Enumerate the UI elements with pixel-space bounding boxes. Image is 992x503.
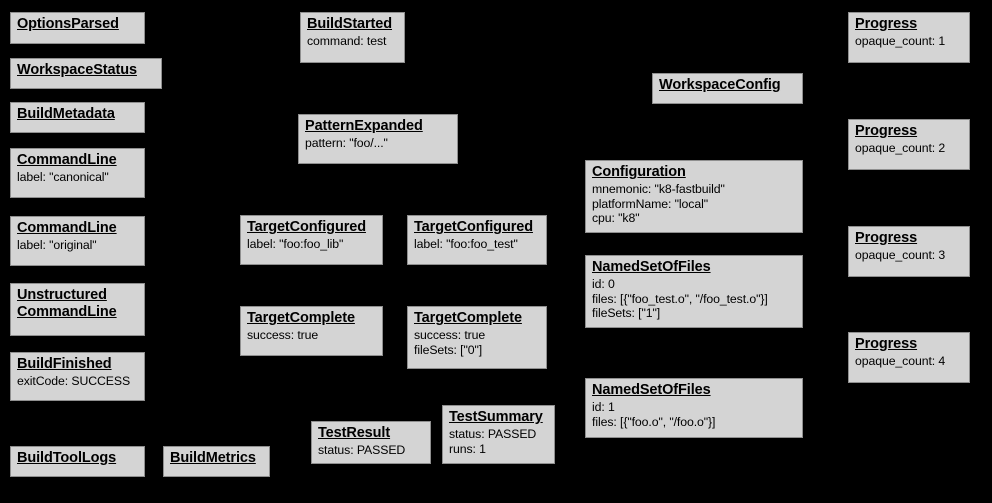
event-node-title: CommandLine	[17, 220, 117, 236]
event-node-title: TargetConfigured	[414, 219, 533, 235]
event-node-target-complete-lib[interactable]: TargetComplete success: true	[240, 306, 383, 356]
event-node-attribute: label: "foo:foo_lib"	[247, 237, 344, 252]
event-node-title: BuildMetrics	[170, 450, 256, 466]
event-node-title: TestResult	[318, 425, 391, 441]
event-node-title: BuildToolLogs	[17, 450, 117, 466]
event-node-attribute: opaque_count: 1	[855, 34, 946, 49]
event-node-attribute: label: "foo:foo_test"	[414, 237, 518, 252]
event-node-attribute: fileSets: ["1"]	[592, 306, 661, 321]
event-node-title: BuildFinished	[17, 356, 112, 372]
event-node-title: Progress	[855, 16, 918, 32]
event-node-target-configured-foo-test[interactable]: TargetConfigured label: "foo:foo_test"	[407, 215, 547, 265]
event-node-attribute: success: true	[414, 328, 486, 343]
event-node-title: TargetComplete	[247, 310, 355, 326]
event-node-attribute: cpu: "k8"	[592, 211, 640, 226]
diagram-bottom-margin	[0, 495, 992, 503]
event-node-title: BuildMetadata	[17, 106, 115, 122]
event-node-progress-4[interactable]: Progress opaque_count: 4	[848, 332, 970, 383]
event-node-attribute: opaque_count: 4	[855, 354, 946, 369]
event-node-title: TestSummary	[449, 409, 543, 425]
event-node-title: WorkspaceStatus	[17, 62, 137, 78]
event-node-attribute: success: true	[247, 328, 319, 343]
event-node-title: BuildStarted	[307, 16, 393, 32]
event-node-attribute: fileSets: ["0"]	[414, 342, 483, 357]
event-node-attribute: files: [{"foo_test.o", "/foo_test.o"}]	[592, 291, 768, 306]
event-node-attribute: platformName: "local"	[592, 196, 708, 211]
event-node-unstructured-command-line[interactable]: Unstructured CommandLine	[10, 283, 145, 336]
event-node-title: OptionsParsed	[17, 16, 119, 32]
event-node-title: Configuration	[592, 164, 686, 180]
event-node-workspace-status[interactable]: WorkspaceStatus	[10, 58, 162, 89]
event-node-title: CommandLine	[17, 152, 117, 168]
event-node-attribute: label: "canonical"	[17, 170, 109, 185]
event-node-attribute: exitCode: SUCCESS	[17, 374, 131, 389]
event-node-command-line-canonical[interactable]: CommandLine label: "canonical"	[10, 148, 145, 198]
event-node-build-tool-logs[interactable]: BuildToolLogs	[10, 446, 145, 477]
event-node-title: WorkspaceConfig	[659, 77, 781, 93]
event-node-attribute: id: 1	[592, 400, 615, 415]
event-node-title: TargetConfigured	[247, 219, 366, 235]
event-node-attribute: command: test	[307, 34, 387, 49]
event-node-attribute: mnemonic: "k8-fastbuild"	[592, 182, 725, 197]
event-node-title: NamedSetOfFiles	[592, 382, 711, 398]
event-node-command-line-original[interactable]: CommandLine label: "original"	[10, 216, 145, 266]
event-node-title: Progress	[855, 123, 918, 139]
event-node-title: NamedSetOfFiles	[592, 259, 711, 275]
event-node-progress-2[interactable]: Progress opaque_count: 2	[848, 119, 970, 170]
event-node-attribute: pattern: "foo/..."	[305, 136, 388, 151]
event-node-title: TargetComplete	[414, 310, 522, 326]
event-node-build-started[interactable]: BuildStarted command: test	[300, 12, 405, 63]
event-node-attribute: label: "original"	[17, 238, 97, 253]
event-node-progress-3[interactable]: Progress opaque_count: 3	[848, 226, 970, 277]
event-node-attribute: status: PASSED	[318, 443, 406, 458]
event-node-attribute: opaque_count: 2	[855, 141, 946, 156]
event-node-title: Progress	[855, 230, 918, 246]
event-node-test-result[interactable]: TestResult status: PASSED	[311, 421, 431, 464]
event-node-title: Unstructured CommandLine	[17, 287, 117, 321]
event-node-build-metadata[interactable]: BuildMetadata	[10, 102, 145, 133]
event-node-attribute: files: [{"foo.o", "/foo.o"}]	[592, 414, 716, 429]
event-node-build-finished[interactable]: BuildFinished exitCode: SUCCESS	[10, 352, 145, 401]
event-node-build-metrics[interactable]: BuildMetrics	[163, 446, 270, 477]
event-node-options-parsed[interactable]: OptionsParsed	[10, 12, 145, 44]
event-node-attribute: opaque_count: 3	[855, 248, 946, 263]
event-node-progress-1[interactable]: Progress opaque_count: 1	[848, 12, 970, 63]
event-node-workspace-config[interactable]: WorkspaceConfig	[652, 73, 803, 104]
event-node-attribute: id: 0	[592, 277, 615, 292]
event-node-attribute: runs: 1	[449, 441, 486, 456]
event-node-title: PatternExpanded	[305, 118, 423, 134]
event-node-attribute: status: PASSED	[449, 427, 537, 442]
event-node-configuration[interactable]: Configuration mnemonic: "k8-fastbuild"pla…	[585, 160, 803, 233]
event-node-pattern-expanded[interactable]: PatternExpanded pattern: "foo/..."	[298, 114, 458, 164]
event-node-title: Progress	[855, 336, 918, 352]
event-node-target-configured-foo-lib[interactable]: TargetConfigured label: "foo:foo_lib"	[240, 215, 383, 265]
